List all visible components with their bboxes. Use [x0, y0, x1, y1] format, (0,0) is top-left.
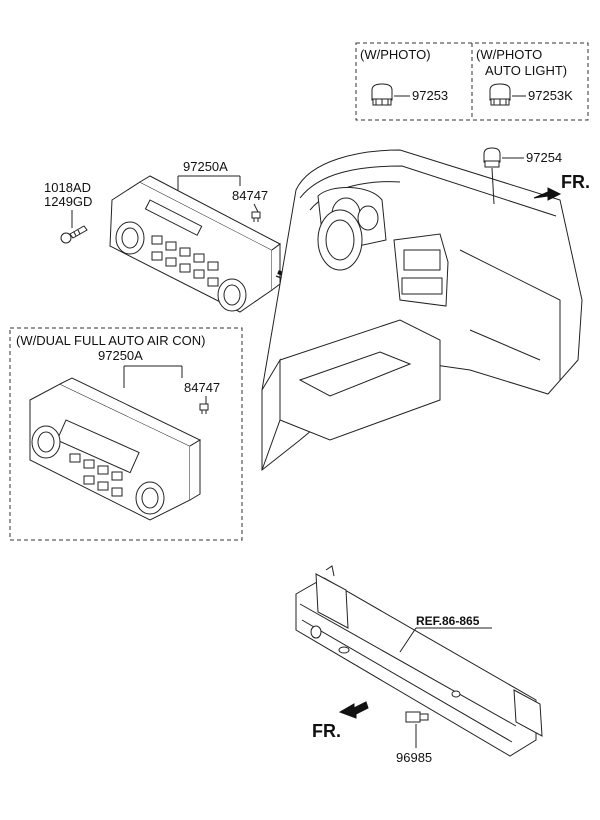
control-assembly-top: 1018AD 1249GD 97250A 84747: [44, 159, 399, 313]
dual-full-auto-option-box: (W/DUAL FULL AUTO AIR CON) 97250A 84747: [9, 327, 243, 541]
part-84747-dual: 84747: [184, 380, 220, 395]
photo-sensor-icon: [371, 83, 393, 106]
part-84747-top: 84747: [232, 188, 268, 203]
photo-auto-light-label-2: AUTO LIGHT): [485, 63, 567, 78]
crossmember-illustration: REF.86-865 96985 FR.: [295, 565, 543, 765]
part-97250a-dual: 97250A: [98, 348, 143, 363]
photo-auto-light-label-1: (W/PHOTO: [476, 47, 542, 62]
front-direction-arrow-icon-bottom: [338, 701, 369, 719]
photo-sensor-option-box: (W/PHOTO) (W/PHOTO AUTO LIGHT) 97253 972…: [355, 42, 589, 121]
dual-option-title: (W/DUAL FULL AUTO AIR CON): [16, 333, 206, 348]
part-1249gd: 1249GD: [44, 194, 92, 209]
auto-light-sensor-icon: [489, 83, 511, 106]
part-97253k: 97253K: [528, 88, 573, 103]
ref-86-865: REF.86-865: [416, 614, 480, 628]
part-97250a-top: 97250A: [183, 159, 228, 174]
bulb-icon: [251, 211, 261, 222]
dashboard-illustration: 97254 FR.: [261, 147, 590, 472]
front-label-top: FR.: [561, 172, 590, 192]
front-label-bottom: FR.: [312, 721, 341, 741]
part-97253: 97253: [412, 88, 448, 103]
temp-sensor-icon: [405, 711, 429, 723]
front-direction-arrow-icon-top: [533, 187, 562, 201]
dual-climate-control-panel-icon: [29, 377, 202, 521]
dash-sensor-icon: [483, 147, 501, 168]
climate-control-panel-icon: [109, 175, 281, 313]
part-96985: 96985: [396, 750, 432, 765]
photo-label: (W/PHOTO): [360, 47, 431, 62]
bulb-icon-dual: [199, 403, 209, 414]
screw-icon: [60, 225, 88, 244]
part-97254: 97254: [526, 150, 562, 165]
part-1018ad: 1018AD: [44, 180, 91, 195]
